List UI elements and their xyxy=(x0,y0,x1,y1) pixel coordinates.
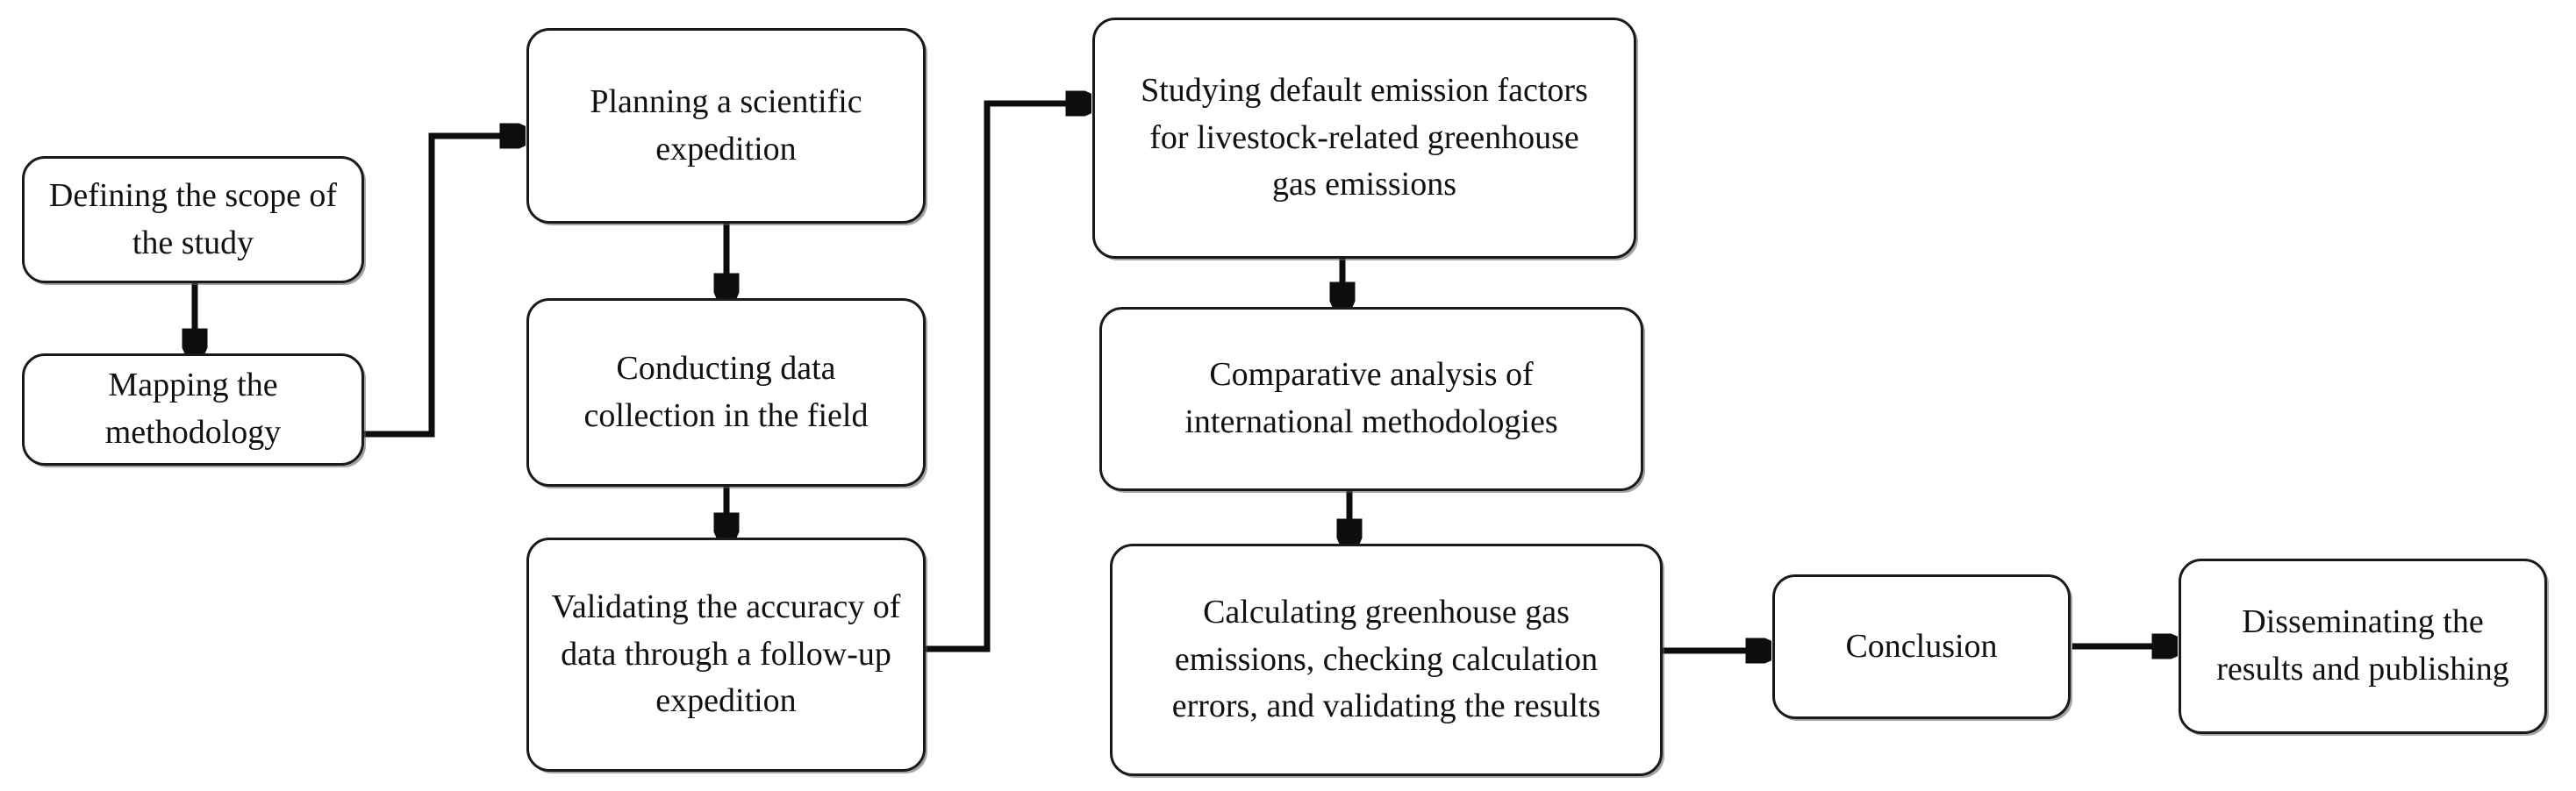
node-label: Planning a scientific expedition xyxy=(590,82,862,167)
node-label: Defining the scope of the study xyxy=(48,176,338,261)
node-label: Validating the accuracy of data through … xyxy=(551,588,901,720)
node-calculating-emissions[interactable]: Calculating greenhouse gas emissions, ch… xyxy=(1110,544,1663,776)
connector-validating-to-studying xyxy=(926,103,1089,652)
node-label: Studying default emission factors for li… xyxy=(1141,71,1588,203)
node-label: Calculating greenhouse gas emissions, ch… xyxy=(1171,593,1601,725)
node-label: Conclusion xyxy=(1845,627,1998,665)
node-defining-scope[interactable]: Defining the scope of the study xyxy=(22,156,364,283)
node-label: Mapping the methodology xyxy=(104,367,282,451)
node-planning-expedition[interactable]: Planning a scientific expedition xyxy=(526,28,926,224)
node-mapping-methodology[interactable]: Mapping the methodology xyxy=(22,353,364,466)
node-label: Comparative analysis of international me… xyxy=(1184,356,1558,440)
connector-mapping-to-planning xyxy=(364,136,523,438)
node-validating-accuracy[interactable]: Validating the accuracy of data through … xyxy=(526,538,926,772)
node-label: Disseminating the results and publishing xyxy=(2216,603,2509,688)
node-comparative-analysis[interactable]: Comparative analysis of international me… xyxy=(1099,307,1643,491)
node-label: Conducting data collection in the field xyxy=(583,349,869,434)
node-conclusion[interactable]: Conclusion xyxy=(1772,574,2071,719)
node-conducting-data-collection[interactable]: Conducting data collection in the field xyxy=(526,298,926,487)
node-studying-emission-factors[interactable]: Studying default emission factors for li… xyxy=(1092,18,1636,259)
node-disseminating-results[interactable]: Disseminating the results and publishing xyxy=(2179,559,2547,734)
